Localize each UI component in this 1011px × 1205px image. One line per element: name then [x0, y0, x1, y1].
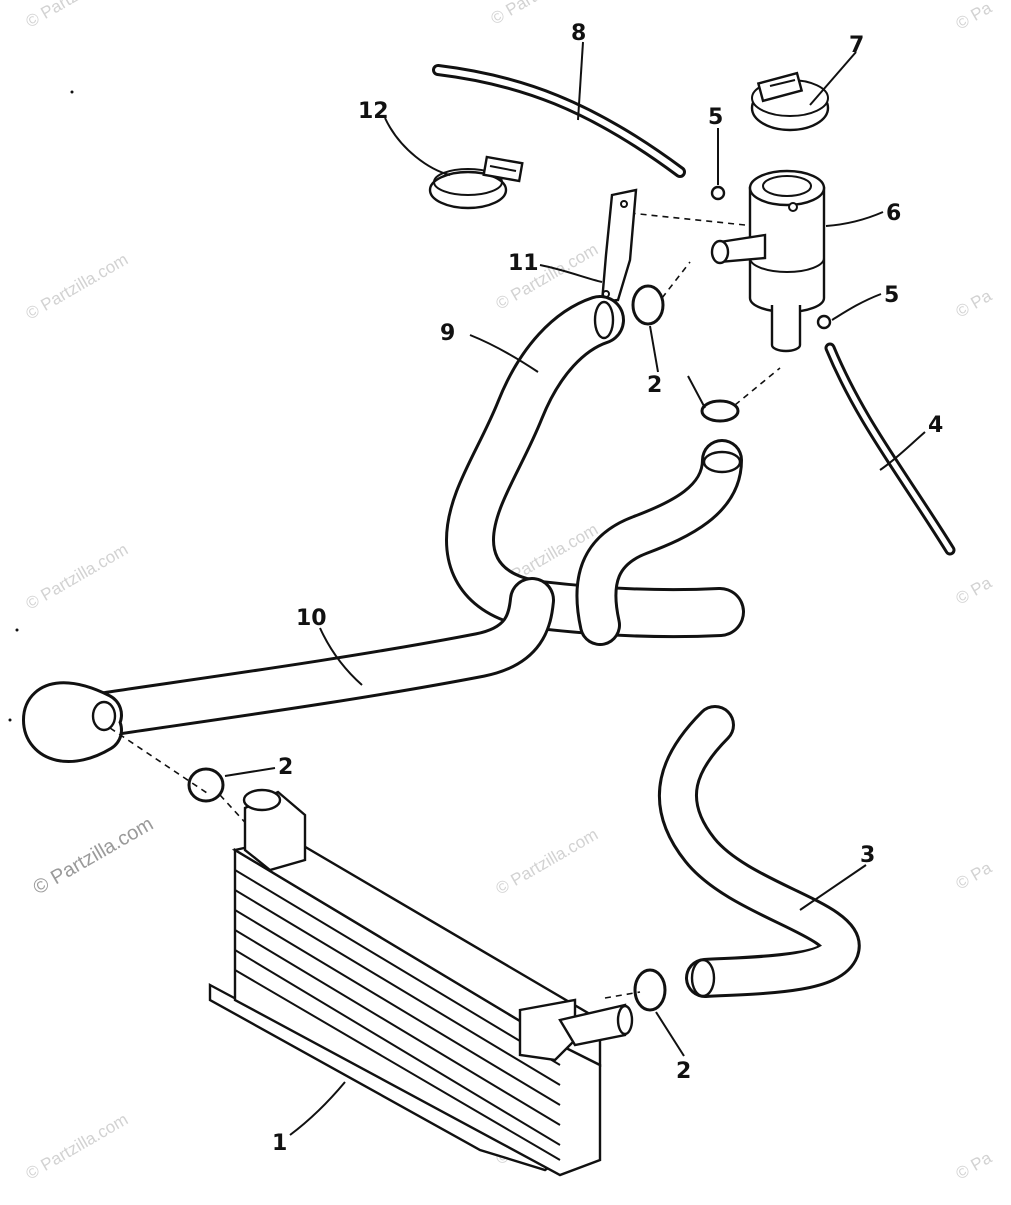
- watermark-text: © Partzilla.com: [23, 250, 132, 324]
- part-5-small-clamps: [710, 185, 832, 330]
- part-10-hose: [22, 577, 555, 796]
- part-12-band-clamp: [428, 155, 524, 210]
- watermark-edge: © Pa: [953, 286, 996, 322]
- part-4-overflow-tube: [824, 342, 956, 556]
- watermark-text: © Partzilla.com: [23, 0, 132, 31]
- callout-9: 9: [440, 321, 455, 346]
- callout-4: 4: [928, 413, 943, 438]
- watermark-text: © Partzilla.com: [23, 540, 132, 614]
- watermark-edge: © Pa: [953, 858, 996, 894]
- callout-3: 3: [860, 843, 875, 868]
- callout-6: 6: [886, 201, 901, 226]
- callout-5-top: 5: [708, 105, 723, 130]
- watermark-edge: © Pa: [953, 1148, 996, 1184]
- watermark-text-prominent: © Partzilla.com: [30, 813, 158, 899]
- watermark-edge: © Pa: [953, 573, 996, 609]
- watermark-text: © Partzilla.com: [23, 1110, 132, 1184]
- watermark-text: © Partzilla.com: [493, 825, 602, 899]
- callout-8: 8: [571, 21, 586, 46]
- callout-11: 11: [508, 251, 539, 276]
- watermark-edge: © Pa: [953, 0, 996, 33]
- part-8-vent-tube: [432, 64, 686, 178]
- part-11-bracket: [600, 188, 638, 304]
- part-6-tank: [619, 169, 826, 353]
- callout-7: 7: [849, 33, 864, 58]
- part-2-hose-clamps: [187, 261, 781, 1012]
- part-3-return-hose: [657, 705, 861, 998]
- callout-2-top: 2: [647, 373, 662, 398]
- leader-lines: [224, 41, 926, 1136]
- callout-2-middle: 2: [278, 755, 293, 780]
- part-9-hose: [445, 295, 745, 646]
- callout-5-right: 5: [884, 283, 899, 308]
- part-1-oil-cooler: [208, 788, 634, 1177]
- callout-10: 10: [296, 606, 327, 631]
- scan-specks: [8, 90, 74, 722]
- callout-12: 12: [358, 99, 389, 124]
- callout-numbers: 1 2 2 2 3 4 5 5 6 7 8 9 10 11 12: [272, 21, 943, 1156]
- callout-1: 1: [272, 1131, 287, 1156]
- part-7-cap: [750, 71, 830, 132]
- callout-2-bottom: 2: [676, 1059, 691, 1084]
